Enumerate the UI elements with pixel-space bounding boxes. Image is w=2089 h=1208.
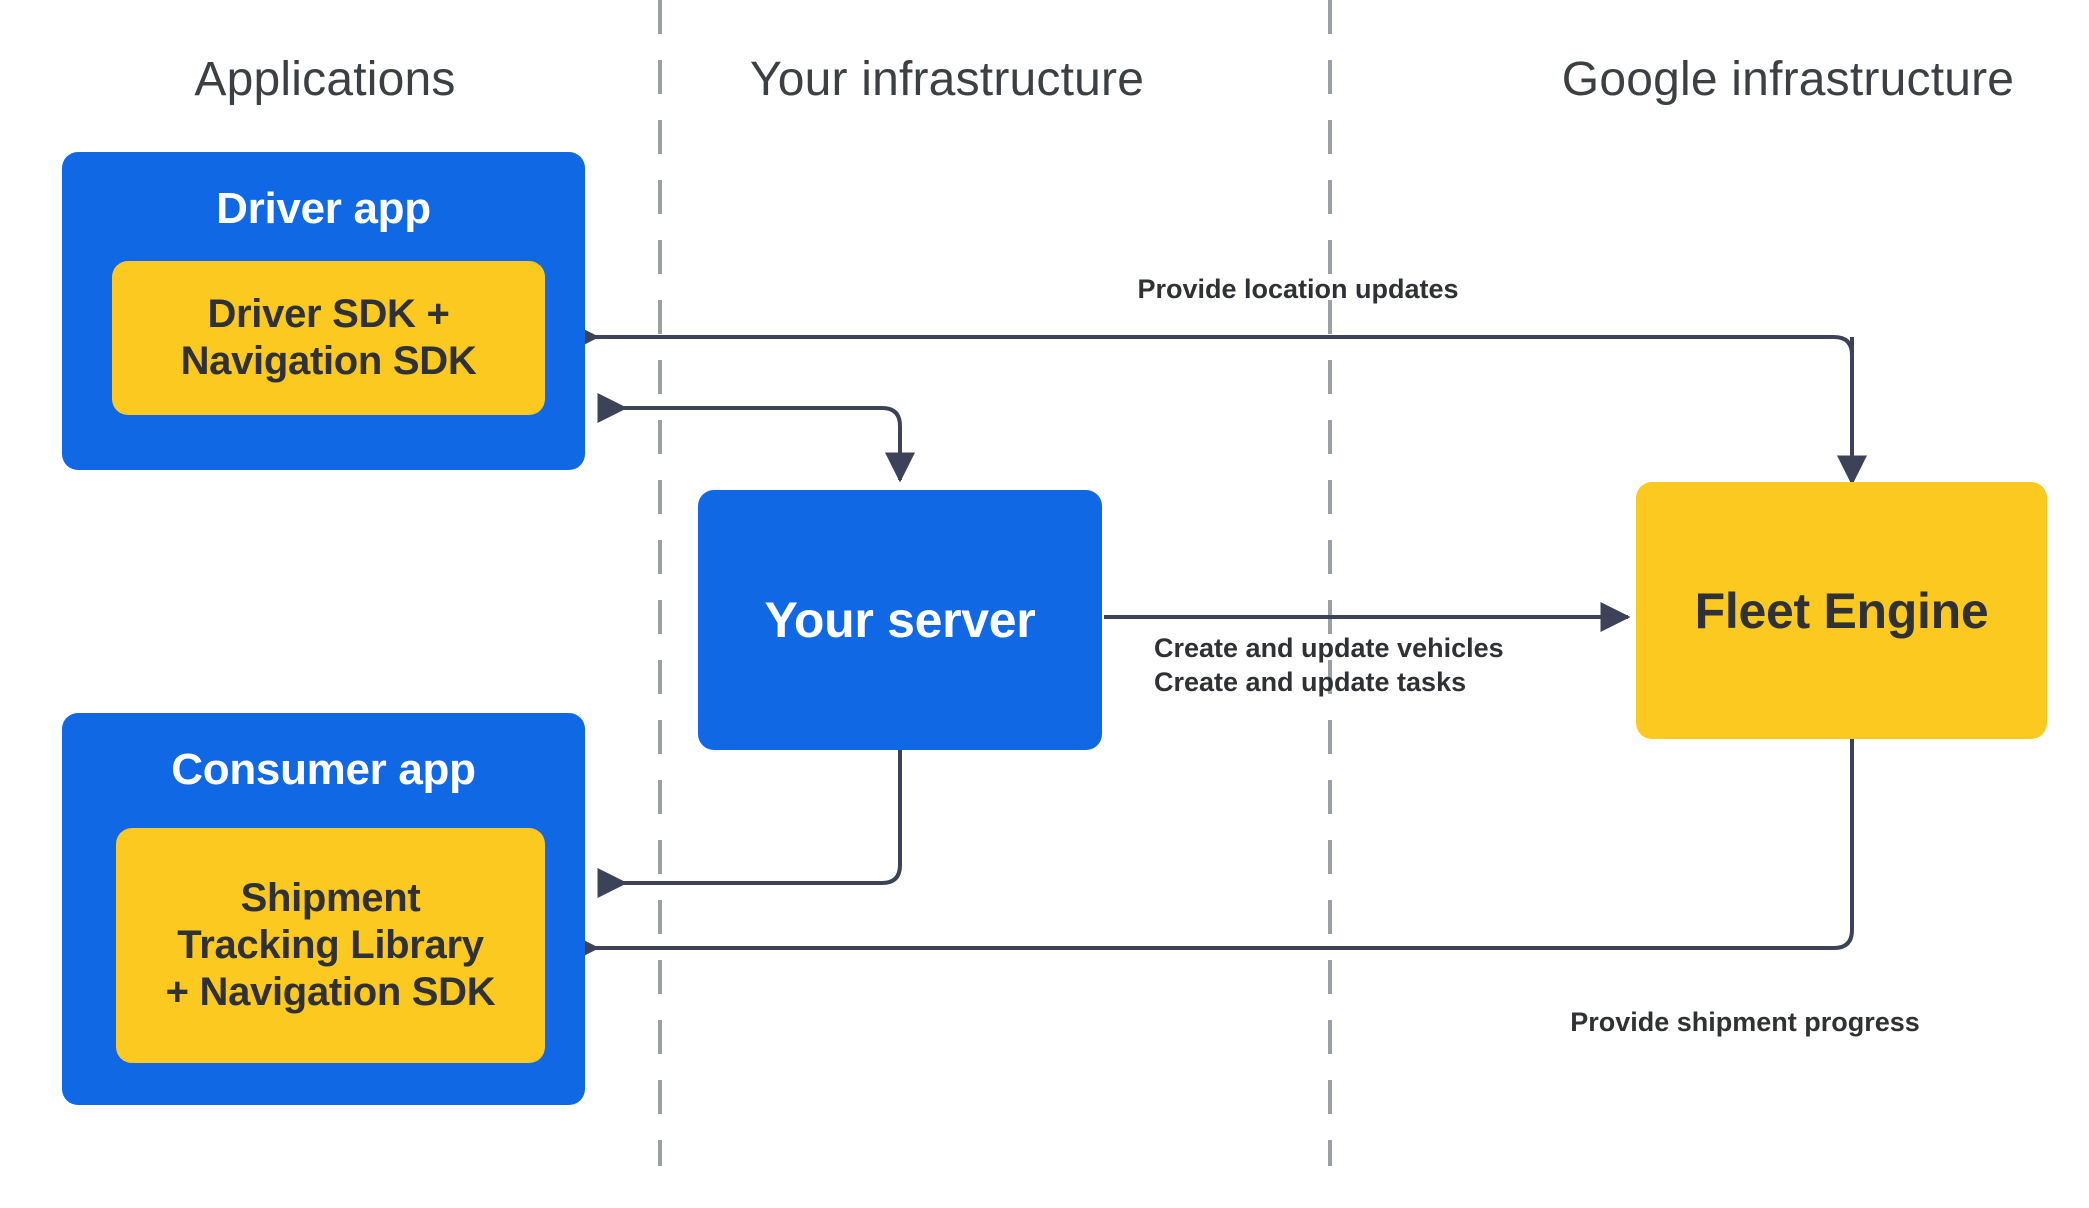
driver-sdk-label: Driver SDK + Navigation SDK bbox=[173, 291, 485, 385]
column-dividers bbox=[658, 0, 1332, 1166]
consumer-sdk-line-2: Tracking Library bbox=[177, 922, 484, 967]
edge-label-create-and-update-vehicles: Create and update vehicles bbox=[1154, 633, 1504, 663]
driver-sdk-line-1: Driver SDK + bbox=[207, 291, 450, 336]
fleet-engine-label: Fleet Engine bbox=[1694, 582, 1989, 639]
node-fleet-engine[interactable]: Fleet Engine bbox=[1636, 482, 2047, 739]
consumer-sdk-label: Shipment Tracking Library + Navigation S… bbox=[158, 875, 504, 1017]
node-your-server[interactable]: Your server bbox=[698, 490, 1102, 750]
edge-label-provide-location-updates: Provide location updates bbox=[1137, 274, 1459, 304]
your-server-label: Your server bbox=[764, 592, 1036, 648]
consumer-app-title: Consumer app bbox=[171, 745, 476, 794]
node-driver-sdk[interactable]: Driver SDK + Navigation SDK bbox=[112, 261, 545, 415]
consumer-sdk-line-1: Shipment bbox=[240, 875, 421, 920]
edge-label-provide-shipment-progress: Provide shipment progress bbox=[1570, 1007, 1920, 1037]
edge-server-to-driver bbox=[597, 393, 915, 483]
edge-label-create-and-update: Create and update vehicles Create and up… bbox=[1154, 631, 1504, 700]
edge-server-to-consumer bbox=[597, 722, 915, 898]
node-shipment-tracking-library[interactable]: Shipment Tracking Library + Navigation S… bbox=[116, 828, 545, 1063]
edge-label-create-and-update-tasks: Create and update tasks bbox=[1154, 667, 1467, 698]
edge-provide-shipment-progress bbox=[569, 739, 1854, 963]
driver-sdk-line-2: Navigation SDK bbox=[180, 339, 477, 383]
column-header-applications: Applications bbox=[194, 53, 456, 106]
edge-provide-location-updates bbox=[569, 322, 1867, 486]
consumer-sdk-line-3: + Navigation SDK bbox=[165, 970, 496, 1015]
column-header-your-infrastructure: Your infrastructure bbox=[749, 53, 1145, 106]
driver-app-title: Driver app bbox=[216, 184, 431, 233]
column-header-google-infrastructure: Google infrastructure bbox=[1561, 53, 2015, 106]
